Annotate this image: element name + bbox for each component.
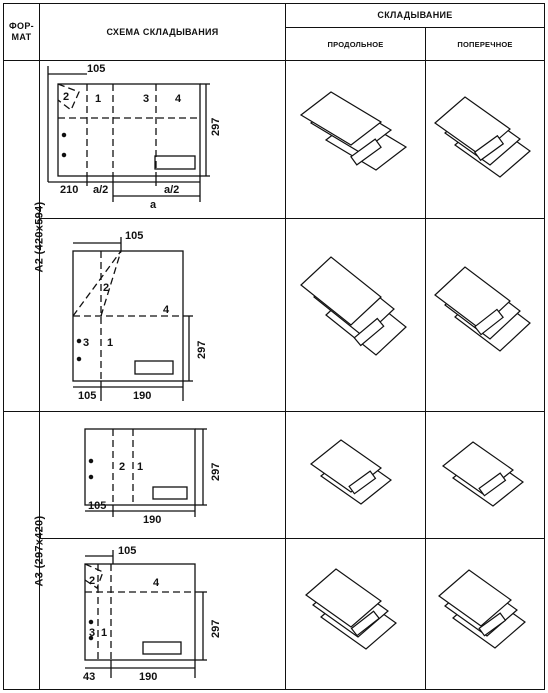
- scheme-cell: 105 297 105 190 2 3 1 4: [39, 217, 286, 412]
- dim-top: 105: [125, 230, 143, 242]
- longitudinal-header: продольное: [285, 27, 426, 62]
- transverse-illustration-cell: [425, 60, 545, 219]
- longitudinal-illustration-cell: [285, 60, 426, 219]
- folding-scheme-diagram: 297 105 190 2 1: [83, 428, 222, 526]
- fold-number: 1: [137, 461, 143, 473]
- fold-number: 2: [103, 282, 109, 294]
- dim-bottom-1: 105: [88, 500, 106, 512]
- folding-scheme-diagram: 105 297 43 190 2 3 1 4: [83, 545, 222, 683]
- format-header-line1: Фор-: [9, 21, 34, 32]
- folded-sheet-illustration: [434, 266, 531, 352]
- folded-sheet-illustration: [304, 568, 397, 650]
- transverse-illustration-cell: [425, 538, 545, 690]
- fold-number: 1: [107, 337, 113, 349]
- subheader-row: продольное поперечное: [4, 27, 545, 62]
- table-row: A3 (297x420) 297 105 190 2: [3, 410, 545, 691]
- fold-number: 2: [119, 461, 125, 473]
- transverse-illustration-cell: [425, 217, 545, 412]
- fold-number: 2: [63, 91, 69, 103]
- fold-number: 4: [175, 93, 182, 105]
- dim-bottom-1: 105: [78, 390, 96, 402]
- folded-sheet-illustration: [299, 256, 407, 356]
- dim-top: 105: [87, 63, 105, 75]
- folding-header: Складывание: [285, 2, 545, 29]
- transverse-illustration-cell: [425, 410, 545, 540]
- header-row: Фор- мат Схема складывания Складывание: [3, 2, 545, 62]
- fold-number: 4: [153, 577, 160, 589]
- format-label-a3: A3 (297x420): [33, 515, 46, 587]
- fold-number: 3: [83, 337, 89, 349]
- dim-bottom-2: 190: [133, 390, 151, 402]
- dim-side: 297: [210, 463, 222, 481]
- folding-scheme-diagram: 105 297 105 190 2 3 1 4: [71, 230, 208, 402]
- dim-bottom-2: 190: [143, 514, 161, 526]
- dim-side: 297: [210, 118, 222, 136]
- table-row: A2 (420x594): [3, 60, 545, 412]
- scheme-cell: 105 297 43 190 2 3 1 4: [39, 538, 286, 690]
- dim-top: 105: [118, 545, 136, 557]
- format-label-a2: A2 (420x594): [33, 201, 46, 273]
- folded-sheet-illustration: [441, 440, 525, 507]
- folding-scheme-diagram: 105 297 210 a/2 a/2 a 2 1 3 4: [46, 63, 222, 211]
- dim-bottom-3: a/2: [164, 184, 179, 196]
- format-header: Фор- мат: [3, 2, 40, 62]
- folded-sheet-illustration: [299, 90, 407, 171]
- format-header-line2: мат: [11, 32, 32, 43]
- folded-sheet-illustration: [434, 95, 531, 178]
- fold-number: 1: [95, 93, 101, 105]
- dim-side: 297: [210, 619, 222, 637]
- longitudinal-illustration-cell: [285, 410, 426, 540]
- folded-sheet-illustration: [438, 569, 526, 649]
- longitudinal-illustration-cell: [285, 217, 426, 412]
- fold-number: 4: [163, 304, 170, 316]
- table-row: 105 297 105 190 2 3 1 4: [4, 217, 545, 412]
- dim-side: 297: [196, 340, 208, 358]
- fold-number: 3: [89, 627, 95, 639]
- dim-extra: a: [150, 199, 157, 211]
- folding-table: Фор- мат Схема складывания Складывание п…: [3, 2, 545, 691]
- dim-bottom-1: 43: [83, 671, 95, 683]
- scheme-cell: 297 105 190 2 1: [39, 410, 286, 540]
- format-cell-a2: A2 (420x594): [3, 60, 45, 412]
- format-cell-a3: A3 (297x420): [3, 410, 45, 691]
- longitudinal-illustration-cell: [285, 538, 426, 690]
- folded-sheet-illustration: [309, 438, 392, 505]
- dim-bottom-2: a/2: [93, 184, 108, 196]
- dim-bottom-2: 190: [139, 671, 157, 683]
- fold-number: 2: [89, 575, 95, 587]
- dim-bottom-1: 210: [60, 184, 78, 196]
- scheme-cell: 105 297 210 a/2 a/2 a 2 1 3 4: [39, 60, 286, 219]
- table-row: 105 297 43 190 2 3 1 4: [4, 538, 545, 690]
- transverse-header: поперечное: [425, 27, 545, 62]
- fold-number: 3: [143, 93, 149, 105]
- scheme-header: Схема складывания: [39, 2, 286, 62]
- fold-number: 1: [101, 627, 107, 639]
